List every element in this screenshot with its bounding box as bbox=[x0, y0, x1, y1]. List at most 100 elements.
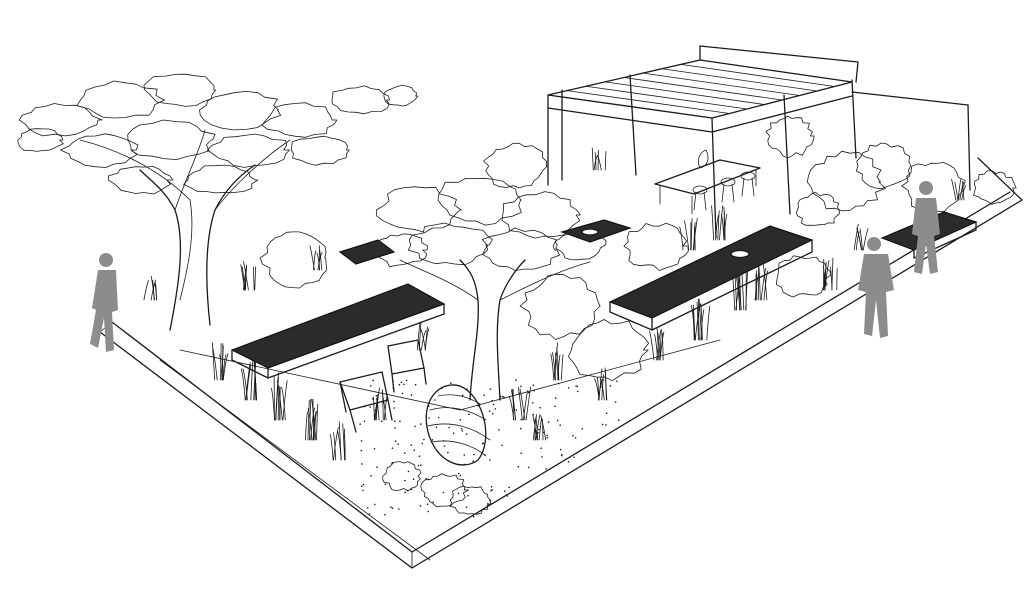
gravel-dot bbox=[532, 384, 535, 387]
gravel-dot bbox=[501, 444, 503, 447]
grass-blade bbox=[649, 330, 655, 361]
grass-blade bbox=[959, 181, 964, 201]
grass-blade bbox=[254, 360, 257, 401]
gravel-dot bbox=[504, 490, 506, 492]
gravel-dot bbox=[407, 470, 410, 473]
gravel-dot bbox=[428, 417, 430, 419]
foliage-clump bbox=[60, 133, 139, 168]
grass-blade bbox=[219, 354, 223, 381]
grass-blade bbox=[656, 330, 662, 361]
foliage-clump bbox=[973, 170, 1017, 205]
grass-blade bbox=[344, 428, 346, 461]
gravel-dot bbox=[434, 399, 436, 401]
bench-small-back bbox=[338, 239, 396, 265]
grass-blade bbox=[700, 309, 705, 341]
grass-blade bbox=[375, 393, 379, 421]
gravel-dot bbox=[532, 402, 534, 404]
gravel-dot bbox=[488, 410, 491, 412]
gravel-dot bbox=[410, 444, 413, 446]
foliage-clump bbox=[261, 102, 338, 138]
gravel-dot bbox=[541, 456, 543, 458]
person-far-right bbox=[912, 181, 940, 274]
gravel-dot bbox=[397, 508, 400, 510]
gravel-dot bbox=[501, 395, 504, 398]
grass-blade bbox=[538, 418, 542, 441]
gravel-dot bbox=[498, 429, 500, 431]
foliage-clump bbox=[795, 191, 840, 226]
grass-blade bbox=[951, 178, 957, 201]
grass-blade bbox=[329, 433, 334, 461]
grass-blade bbox=[305, 411, 308, 441]
grass-blade bbox=[661, 332, 664, 361]
gravel-dot bbox=[394, 440, 397, 443]
foliage-clump bbox=[183, 164, 259, 194]
gravel-dot bbox=[404, 491, 407, 494]
grass-blade bbox=[333, 426, 339, 461]
grass-blade bbox=[723, 211, 725, 241]
pergola-slat bbox=[547, 94, 713, 119]
gravel-dot bbox=[576, 390, 579, 393]
gravel-dot bbox=[363, 420, 366, 423]
grass-blade bbox=[659, 328, 662, 361]
foliage-clump bbox=[127, 119, 216, 160]
grass-blade bbox=[381, 392, 387, 421]
grass-blade bbox=[307, 399, 310, 441]
gravel-dot bbox=[447, 451, 449, 454]
grass-blade bbox=[711, 205, 715, 241]
gravel-dot bbox=[489, 459, 491, 461]
grass-blade bbox=[594, 152, 597, 171]
foliage-clump bbox=[623, 222, 689, 271]
grass-blade bbox=[313, 250, 317, 271]
gravel-dot bbox=[431, 439, 434, 441]
grass-blade bbox=[275, 372, 279, 421]
gravel-dot bbox=[432, 501, 435, 503]
foliage-clump bbox=[765, 115, 815, 159]
grass-blade bbox=[604, 367, 608, 401]
grass-blade bbox=[372, 396, 375, 421]
water-basin-center bbox=[730, 249, 750, 259]
gravel-dot bbox=[520, 452, 522, 454]
foliage-clump bbox=[382, 461, 422, 492]
gravel-dot bbox=[437, 416, 440, 419]
gravel-dot bbox=[581, 427, 584, 430]
gravel-dot bbox=[517, 465, 520, 468]
grass-blade bbox=[508, 395, 515, 421]
gravel-dot bbox=[419, 505, 422, 507]
dining-set bbox=[654, 149, 761, 215]
grass-blade bbox=[240, 264, 245, 291]
water-feature-top bbox=[560, 219, 632, 243]
grass-blade bbox=[382, 389, 384, 421]
foliage-clump bbox=[776, 255, 831, 298]
grass-blade bbox=[254, 266, 257, 291]
gravel-dot bbox=[419, 423, 422, 425]
grass-blade bbox=[240, 368, 246, 401]
grass-blade bbox=[252, 266, 255, 291]
grass-blade bbox=[313, 411, 317, 441]
gravel-dot bbox=[483, 394, 486, 397]
gravel-dot bbox=[410, 488, 413, 491]
gravel-dot bbox=[467, 494, 469, 497]
gravel-dot bbox=[405, 379, 408, 382]
grass-blade bbox=[855, 231, 860, 251]
central-tree bbox=[372, 177, 607, 401]
gravel-dot bbox=[462, 394, 464, 397]
gravel-dot bbox=[554, 405, 556, 408]
gravel-dot bbox=[472, 515, 475, 518]
grass-blade bbox=[316, 252, 321, 271]
foliage-clump bbox=[331, 85, 390, 115]
grass-blade bbox=[550, 353, 555, 381]
grass-blade bbox=[155, 282, 157, 301]
grass-blade bbox=[684, 220, 690, 251]
gravel-dot bbox=[391, 507, 394, 510]
gravel-dot bbox=[370, 475, 372, 477]
gravel-dot bbox=[393, 407, 396, 409]
gravel-dot bbox=[539, 406, 541, 409]
foliage-clump bbox=[855, 142, 912, 190]
gravel-dot bbox=[616, 380, 618, 383]
gravel-dot bbox=[540, 447, 542, 450]
gravel-dot bbox=[465, 433, 468, 436]
gravel-dot bbox=[520, 418, 522, 421]
gravel-dot bbox=[380, 420, 383, 423]
pergola-slat bbox=[642, 72, 800, 96]
grass-blade bbox=[307, 408, 313, 441]
